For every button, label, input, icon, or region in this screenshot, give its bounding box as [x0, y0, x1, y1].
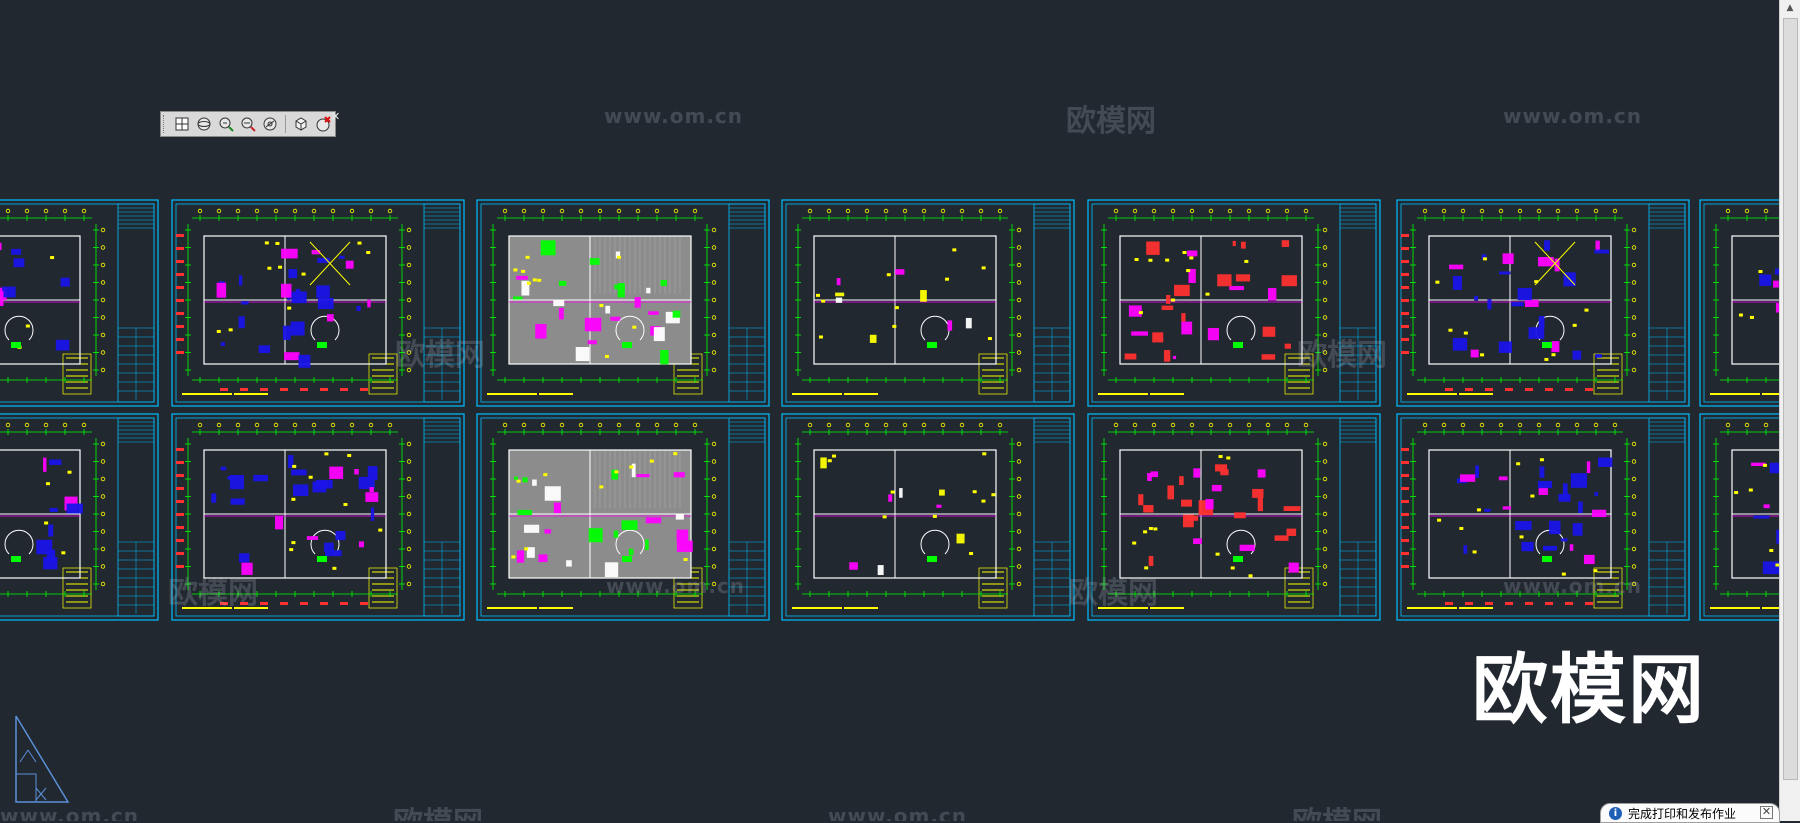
vertical-scrollbar[interactable]: ▲	[1779, 0, 1800, 821]
zoom-in-icon[interactable]	[216, 114, 236, 134]
watermark-url-3: www.om.cn	[606, 574, 746, 598]
layout-sheet	[1396, 199, 1690, 407]
watermark-cn-1: 欧模网	[1066, 104, 1156, 139]
watermark-url-2: www.om.cn	[1503, 104, 1643, 128]
3d-orbit-icon[interactable]	[172, 114, 192, 134]
watermark-cn-7: 欧模网	[1292, 798, 1382, 821]
notification-text: 完成打印和发布作业	[1628, 806, 1737, 821]
layout-sheet	[1087, 199, 1381, 407]
watermark-url-5: www.om.cn	[0, 804, 140, 821]
layout-sheet	[476, 413, 770, 621]
watermark-url-6: www.om.cn	[828, 804, 968, 821]
pan-icon[interactable]	[260, 114, 280, 134]
layout-sheet	[1699, 413, 1780, 621]
watermark-url-4: www.om.cn	[1503, 574, 1643, 598]
notification-close-icon[interactable]: ✕	[1760, 805, 1773, 819]
watermark-cn-4: 欧模网	[168, 576, 258, 611]
layout-sheet	[171, 413, 465, 621]
ucs-icon	[15, 715, 70, 803]
info-icon: i	[1609, 806, 1622, 820]
layout-sheet	[476, 199, 770, 407]
toolbar-grip[interactable]	[163, 115, 167, 133]
watermark-logo: 欧模网	[1472, 645, 1706, 734]
toolbar-close-icon[interactable]: ✕	[331, 110, 341, 123]
watermark-url-1: www.om.cn	[604, 104, 744, 128]
toolbar-separator	[285, 115, 286, 133]
zoom-out-icon[interactable]	[238, 114, 258, 134]
close-view-icon[interactable]	[313, 114, 333, 134]
layout-sheet	[0, 199, 159, 407]
watermark-cn-5: 欧模网	[1068, 576, 1158, 611]
watermark-cn-3: 欧模网	[1297, 338, 1387, 373]
layout-sheet	[1699, 199, 1780, 407]
constrained-orbit-icon[interactable]	[194, 114, 214, 134]
scroll-up-icon[interactable]: ▲	[1786, 3, 1794, 13]
view-cube-icon[interactable]	[291, 114, 311, 134]
watermark-cn-2: 欧模网	[395, 338, 485, 373]
layout-sheet	[781, 199, 1075, 407]
layout-sheet	[171, 199, 465, 407]
layout-sheet	[1396, 413, 1690, 621]
3d-navigation-toolbar	[160, 111, 336, 137]
print-complete-notification[interactable]: i 完成打印和发布作业 ✕	[1600, 803, 1780, 823]
layout-sheet	[781, 413, 1075, 621]
layout-sheet	[0, 413, 159, 621]
scrollbar-thumb[interactable]	[1783, 18, 1798, 780]
watermark-cn-6: 欧模网	[393, 798, 483, 821]
layout-sheet	[1087, 413, 1381, 621]
